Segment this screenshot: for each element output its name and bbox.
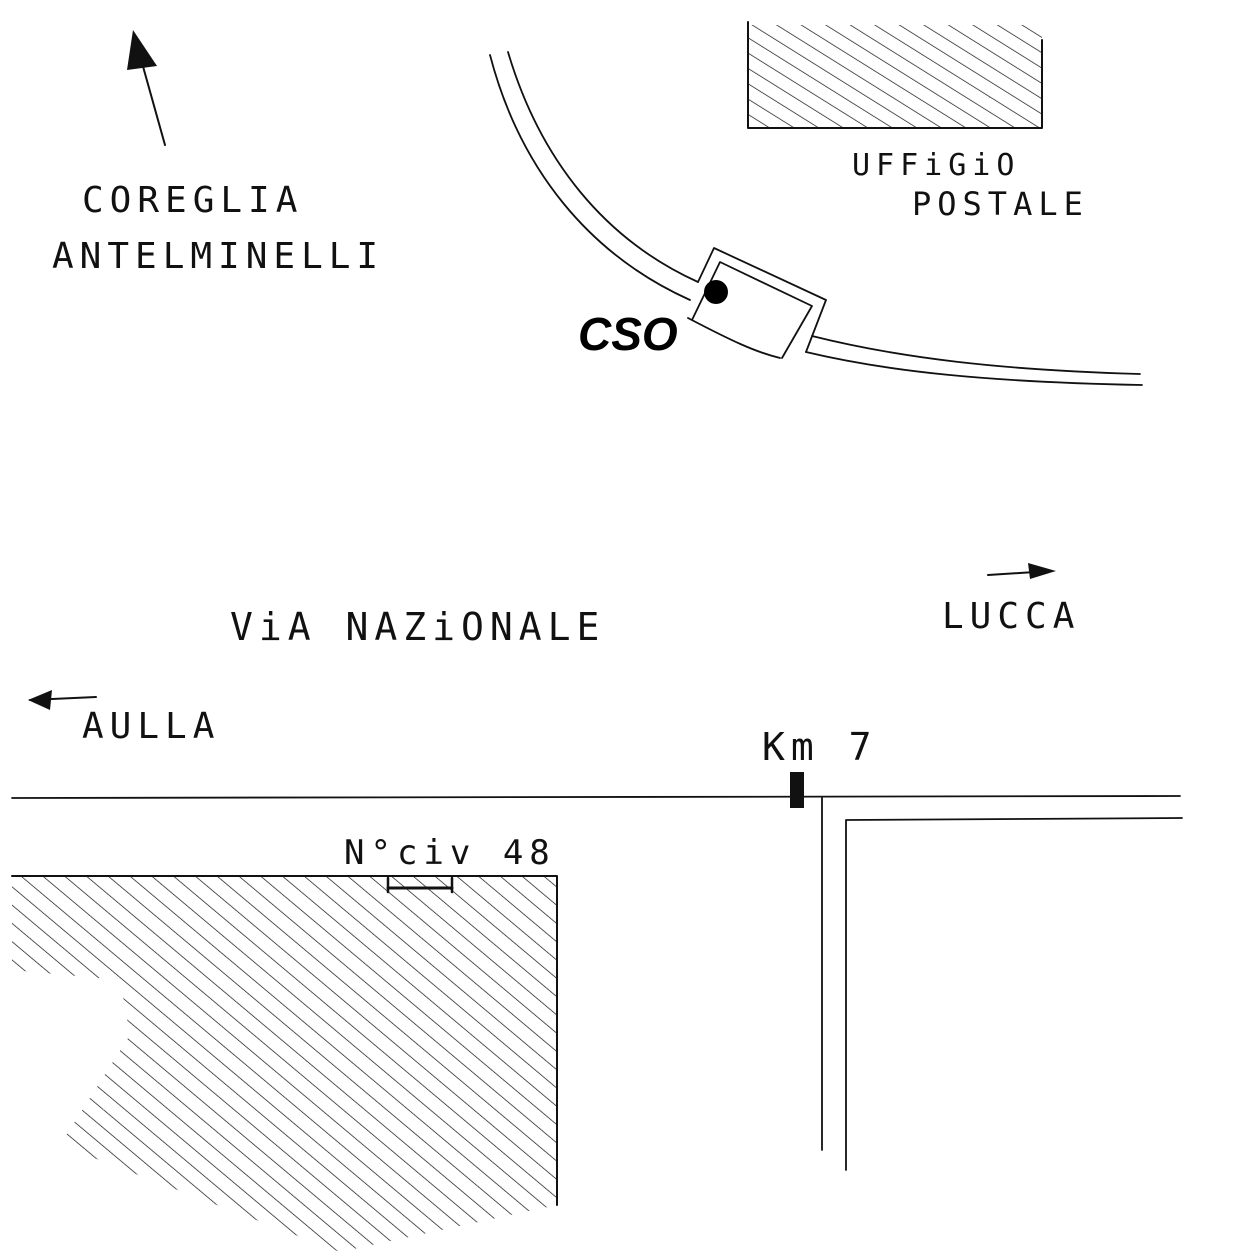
post-office-building [747,21,1043,129]
bottom-sketch: LUCCA ViA NAZiONALE AULLA Km 7 N°civ 48 [11,563,1183,1252]
location-dot-icon [704,280,728,304]
west-label: AULLA [82,706,220,747]
direction-label-line2: ANTELMINELLI [52,236,384,277]
direction-label-line1: COREGLIA [82,180,303,221]
top-sketch: COREGLIA ANTELMINELLI UFFiGiO POSTALE CS… [52,21,1143,386]
building-block [11,875,558,1252]
arrow-up-left-icon [127,30,166,146]
arrow-left-icon [28,690,97,710]
building-label-line2: POSTALE [912,185,1089,223]
road-name: ViA NAZiONALE [230,605,605,649]
side-road [821,797,1183,1171]
arrow-right-icon [987,563,1056,579]
curved-road [489,51,1143,386]
east-label: LUCCA [942,596,1080,637]
km-marker-label: Km 7 [762,725,878,769]
marker-label: CSO [578,308,678,360]
main-road-line [11,795,1181,799]
km-stone [790,772,804,808]
house-number-label: N°civ 48 [344,833,556,873]
building-label-line1: UFFiGiO [852,148,1020,183]
